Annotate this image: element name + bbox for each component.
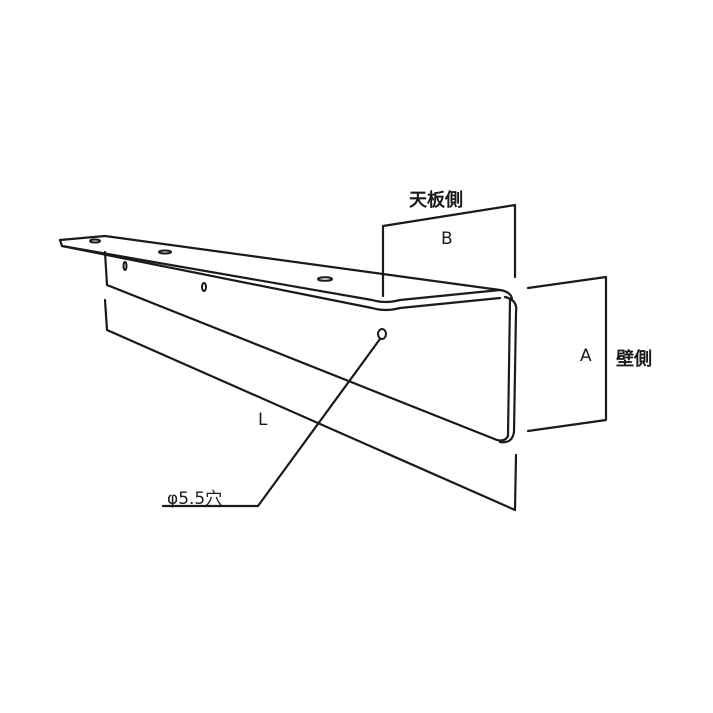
dimension-a xyxy=(526,275,608,433)
hole-leader-line xyxy=(161,337,382,508)
hole-icon xyxy=(201,282,207,292)
hole-icon xyxy=(158,249,172,255)
dimension-l xyxy=(103,298,518,512)
dim-a-label: A xyxy=(580,346,592,366)
holes xyxy=(89,238,387,340)
wall-side-label: 壁側 xyxy=(616,349,652,370)
hole-icon xyxy=(89,238,101,244)
wall-flange xyxy=(103,250,518,444)
hole-callout-label: φ5.5穴 xyxy=(167,489,223,509)
hole-icon xyxy=(377,328,387,340)
top-side-label: 天板側 xyxy=(409,190,463,211)
hole-icon xyxy=(317,276,333,282)
top-flange xyxy=(58,234,514,312)
dim-l-label: L xyxy=(258,410,268,430)
hole-icon xyxy=(122,261,128,271)
dim-b-label: B xyxy=(441,229,453,249)
dimension-b xyxy=(381,203,517,298)
